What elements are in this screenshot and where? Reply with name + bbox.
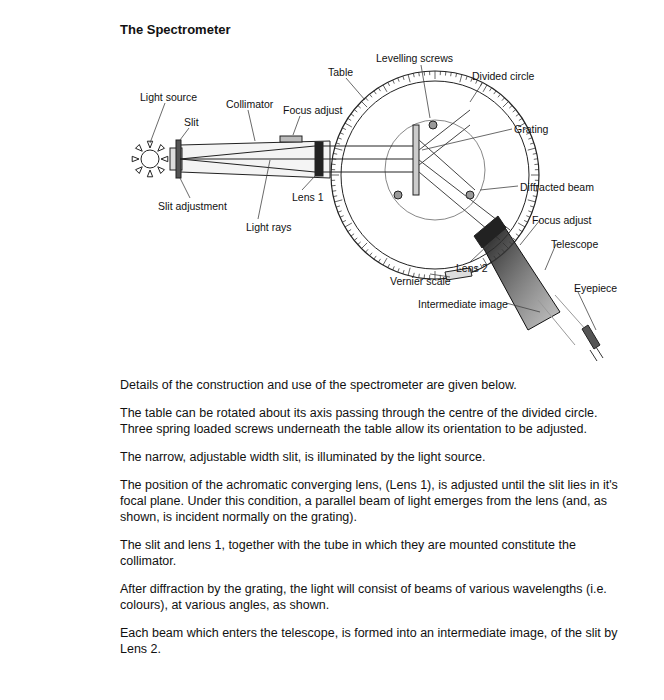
diagram-title: The Spectrometer	[120, 22, 231, 37]
part-label: Telescope	[551, 238, 598, 250]
part-label: Intermediate image	[418, 298, 508, 310]
description-paragraph: Details of the construction and use of t…	[120, 377, 620, 393]
part-label: Grating	[514, 123, 548, 135]
description-paragraph: The slit and lens 1, together with the t…	[120, 537, 620, 569]
part-label: Lens 2	[456, 262, 488, 274]
part-label: Lens 1	[292, 191, 324, 203]
part-label: Eyepiece	[574, 282, 617, 294]
description-paragraph: Each beam which enters the telescope, is…	[120, 625, 620, 657]
part-label: Diffracted beam	[520, 181, 594, 193]
part-label: Table	[328, 66, 353, 78]
part-label: Levelling screws	[376, 52, 453, 64]
description-paragraph: The narrow, adjustable width slit, is il…	[120, 449, 620, 465]
part-label: Slit adjustment	[158, 200, 227, 212]
part-label: Slit	[184, 116, 199, 128]
part-label: Light source	[140, 91, 197, 103]
description-paragraph: The position of the achromatic convergin…	[120, 477, 620, 525]
part-label: Divided circle	[472, 70, 534, 82]
part-label: Vernier scale	[390, 275, 451, 287]
part-label: Collimator	[226, 98, 273, 110]
part-label: Focus adjust	[283, 104, 343, 116]
part-label: Focus adjust	[532, 214, 592, 226]
part-label: Light rays	[246, 221, 292, 233]
description-paragraph: The table can be rotated about its axis …	[120, 405, 620, 437]
description-paragraph: After diffraction by the grating, the li…	[120, 581, 620, 613]
